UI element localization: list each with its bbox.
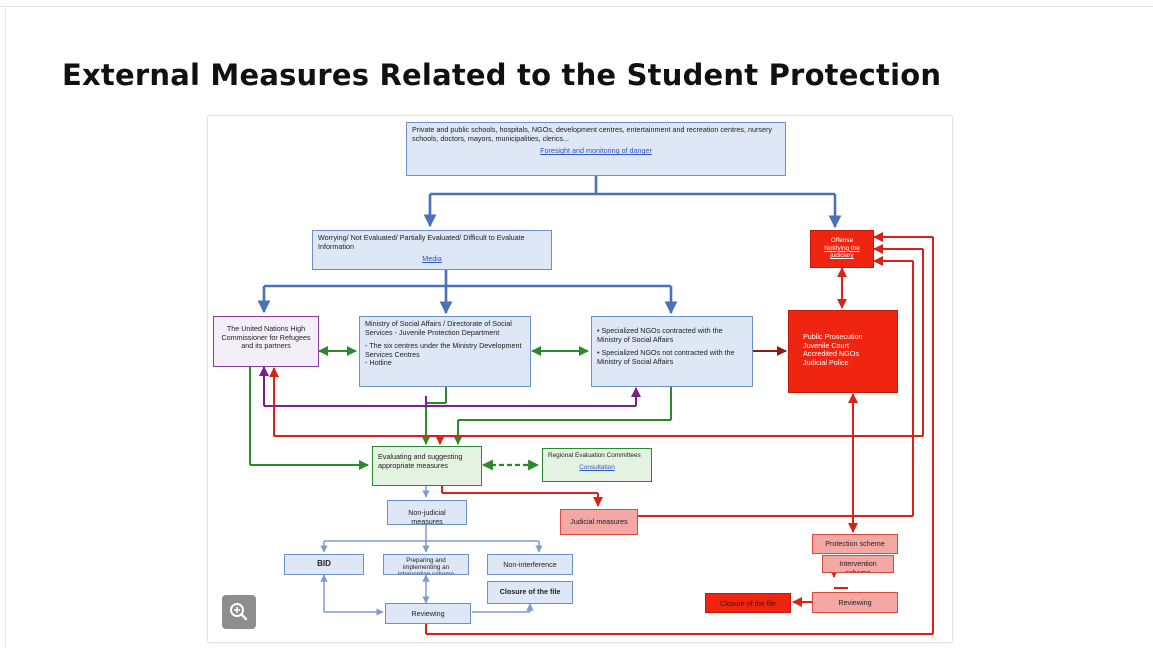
- closure-box: Closure of the file: [487, 581, 573, 604]
- slide-title: External Measures Related to the Student…: [62, 58, 942, 92]
- unhcr-text: The United Nations High Commissioner for…: [221, 324, 311, 351]
- consultation-link[interactable]: Consultation: [579, 463, 615, 471]
- ministry-text: Ministry of Social Affairs / Directorate…: [365, 319, 512, 337]
- ministry-box: Ministry of Social Affairs / Directorate…: [359, 316, 531, 387]
- preparing-text: Preparing and implementing an interventi…: [397, 557, 455, 575]
- closure-red-box: Closure of the file: [705, 593, 791, 613]
- diagram-connectors: [249, 176, 934, 635]
- closure-red-text: Closure of the file: [720, 599, 776, 608]
- juvenile-court: Juvenile Court: [803, 340, 849, 350]
- ngo-box: • Specialized NGOs contracted with the M…: [591, 316, 753, 387]
- ngo-not-contracted: • Specialized NGOs not contracted with t…: [597, 348, 735, 366]
- left-divider: [5, 6, 6, 648]
- reviewing-box: Reviewing: [385, 603, 471, 624]
- regional-text: Regional Evaluation Committees: [548, 452, 641, 459]
- reviewing-text: Reviewing: [411, 609, 445, 618]
- non-interference-box: Non-interference: [487, 554, 573, 575]
- reviewing-red-text: Reviewing: [838, 598, 872, 607]
- non-judicial-box: Non-judicial measures: [387, 500, 467, 525]
- ministry-hotline: - Hotline: [365, 358, 392, 368]
- non-judicial-text: Non-judicial measures: [408, 508, 446, 525]
- worrying-information-box: Worrying/ Not Evaluated/ Partially Evalu…: [312, 230, 552, 270]
- public-prosecution: Public Prosecution: [803, 332, 863, 341]
- judicial-measures-box: Judicial measures: [560, 509, 638, 535]
- non-interference-text: Non-interference: [503, 560, 557, 569]
- evaluating-text: Evaluating and suggesting appropriate me…: [378, 452, 463, 470]
- closure-text: Closure of the file: [499, 587, 561, 596]
- sources-text: Private and public schools, hospitals, N…: [412, 125, 772, 143]
- zoom-in-icon: [230, 603, 248, 621]
- flow-diagram: Private and public schools, hospitals, N…: [208, 116, 952, 642]
- ministry-centres: - The six centres under the Ministry Dev…: [365, 341, 522, 359]
- intervention-scheme-box: Intervention scheme: [822, 555, 894, 573]
- zoom-button[interactable]: [222, 595, 256, 629]
- worrying-text: Worrying/ Not Evaluated/ Partially Evalu…: [318, 233, 525, 251]
- top-divider: [0, 6, 1153, 7]
- reviewing-red-box: Reviewing: [812, 592, 898, 613]
- judicial-text: Judicial measures: [570, 517, 628, 526]
- sources-box: Private and public schools, hospitals, N…: [406, 122, 786, 176]
- accredited-ngos: Accredited NGOs: [803, 349, 859, 359]
- ngo-contracted: • Specialized NGOs contracted with the M…: [597, 326, 723, 344]
- notifying-link[interactable]: Notifying the: [824, 244, 860, 252]
- protection-scheme-box: Protection scheme: [812, 534, 898, 554]
- bid-box: BID: [284, 554, 364, 575]
- offense-label: Offense: [830, 237, 854, 244]
- intervention-text: Intervention scheme: [839, 559, 877, 573]
- foresight-link[interactable]: Foresight and monitoring of danger: [540, 146, 652, 156]
- judiciary-link[interactable]: judiciary: [830, 252, 854, 260]
- offense-box: Offense Notifying the judiciary: [810, 230, 874, 268]
- regional-committees-box: Regional Evaluation Committees Consultat…: [542, 448, 652, 482]
- judicial-police: Judicial Police: [803, 357, 849, 367]
- bid-text: BID: [317, 559, 331, 568]
- evaluating-box: Evaluating and suggesting appropriate me…: [372, 446, 482, 486]
- protection-text: Protection scheme: [825, 539, 885, 548]
- prosecution-box: Public Prosecution Juvenile Court Accred…: [788, 310, 898, 393]
- preparing-intervention-box: Preparing and implementing an interventi…: [383, 554, 469, 575]
- unhcr-box: The United Nations High Commissioner for…: [213, 316, 319, 367]
- media-link[interactable]: Media: [422, 254, 442, 264]
